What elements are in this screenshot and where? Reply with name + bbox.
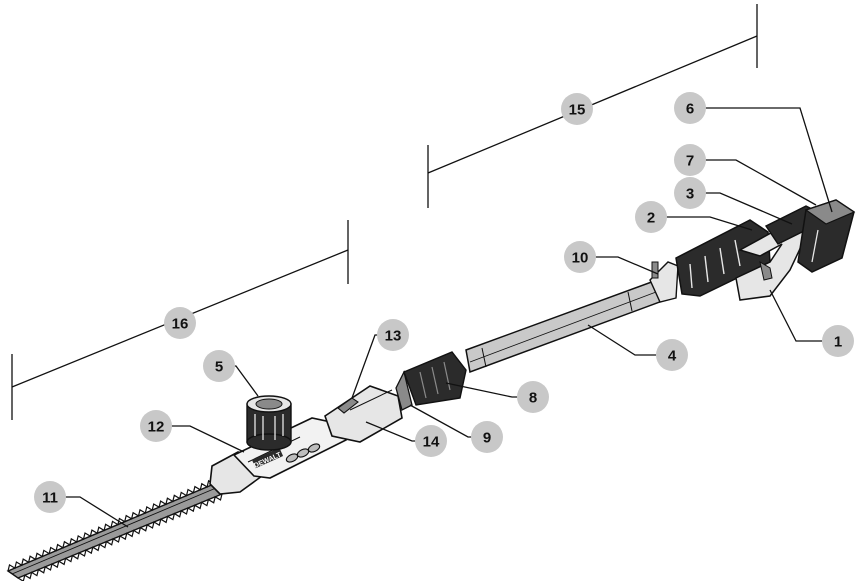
shaft-collar: [396, 352, 466, 410]
callout-15: 15: [561, 93, 593, 125]
callout-5-label: 5: [215, 359, 223, 376]
callout-5: 5: [203, 350, 235, 382]
callout-1-label: 1: [834, 334, 842, 351]
angle-adjust-knob: [247, 396, 291, 450]
head-coupling: [325, 386, 402, 442]
battery-pack: [798, 200, 854, 272]
callout-9: 9: [471, 421, 503, 453]
callout-2-label: 2: [647, 210, 655, 227]
callout-1: 1: [822, 325, 854, 357]
callout-13-label: 13: [385, 328, 402, 345]
callout-13: 13: [377, 319, 409, 351]
callout-7: 7: [674, 144, 706, 176]
callout-15-label: 15: [569, 102, 586, 119]
callout-6: 6: [674, 92, 706, 124]
telescopic-shaft: [466, 276, 676, 372]
callout-16-label: 16: [172, 316, 189, 333]
callout-11-label: 11: [42, 490, 58, 507]
callout-10: 10: [564, 241, 596, 273]
callout-8-label: 8: [529, 390, 537, 407]
callout-3: 3: [674, 177, 706, 209]
callout-14-label: 14: [423, 434, 440, 451]
callout-7-label: 7: [686, 153, 694, 170]
callout-4: 4: [656, 339, 688, 371]
callout-8: 8: [517, 381, 549, 413]
callout-6-label: 6: [686, 101, 694, 118]
callout-10-label: 10: [572, 250, 589, 267]
callout-4-label: 4: [668, 348, 677, 365]
callout-2: 2: [635, 201, 667, 233]
callout-16: 16: [164, 307, 196, 339]
callout-9-label: 9: [483, 430, 491, 447]
callout-12: 12: [140, 410, 172, 442]
callout-14: 14: [415, 425, 447, 457]
callout-11: 11: [34, 481, 66, 513]
callout-3-label: 3: [686, 186, 694, 203]
callout-12-label: 12: [148, 419, 165, 436]
